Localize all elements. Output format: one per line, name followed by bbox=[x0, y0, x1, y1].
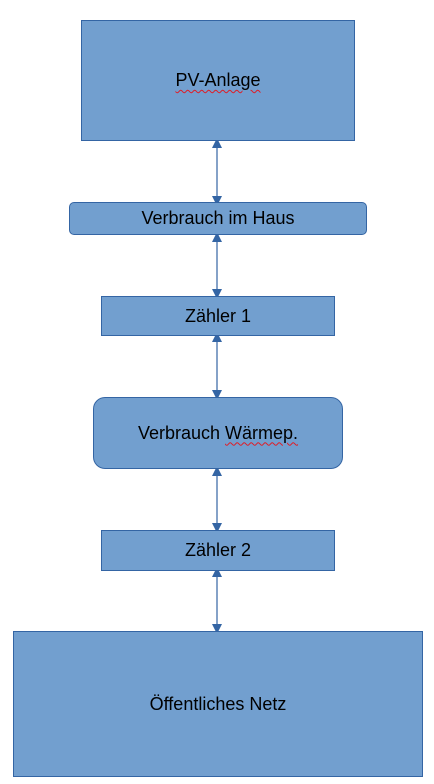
node-pv-anlage-label: PV-Anlage bbox=[175, 70, 261, 90]
node-verbrauch-waermep: Verbrauch Wärmep. bbox=[93, 397, 343, 469]
node-oeffentliches-netz-label: Öffentliches Netz bbox=[149, 693, 287, 714]
node-verbrauch-waermep-label: Verbrauch Wärmep. bbox=[138, 423, 298, 444]
node-pv-anlage: PV-Anlage bbox=[81, 20, 355, 141]
node-zaehler-1: Zähler 1 bbox=[101, 296, 335, 336]
node-zaehler-1-label: Zähler 1 bbox=[184, 305, 252, 326]
node-zaehler-2: Zähler 2 bbox=[101, 530, 335, 571]
node-verbrauch-im-haus: Verbrauch im Haus bbox=[69, 202, 367, 235]
node-verbrauch-waermep-word: Wärmep. bbox=[225, 422, 299, 443]
node-verbrauch-im-haus-label: Verbrauch im Haus bbox=[141, 208, 295, 228]
node-verbrauch-waermep-prefix: Verbrauch bbox=[137, 422, 226, 443]
node-zaehler-2-label: Zähler 2 bbox=[184, 540, 252, 560]
node-oeffentliches-netz: Öffentliches Netz bbox=[13, 631, 423, 777]
